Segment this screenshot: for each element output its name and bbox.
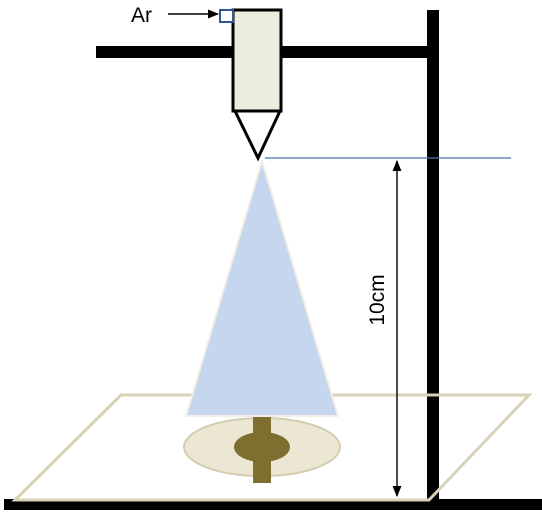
sample bbox=[234, 414, 290, 483]
stand-pole bbox=[427, 10, 439, 502]
nozzle-tip bbox=[232, 109, 283, 162]
nozzle-body bbox=[231, 8, 283, 113]
stand-base bbox=[4, 499, 542, 510]
distance-label: 10cm bbox=[366, 274, 389, 325]
gas-inlet-port bbox=[219, 9, 234, 23]
gas-inlet-label: Ar bbox=[131, 4, 152, 27]
plasma-jet-cone bbox=[185, 160, 339, 417]
